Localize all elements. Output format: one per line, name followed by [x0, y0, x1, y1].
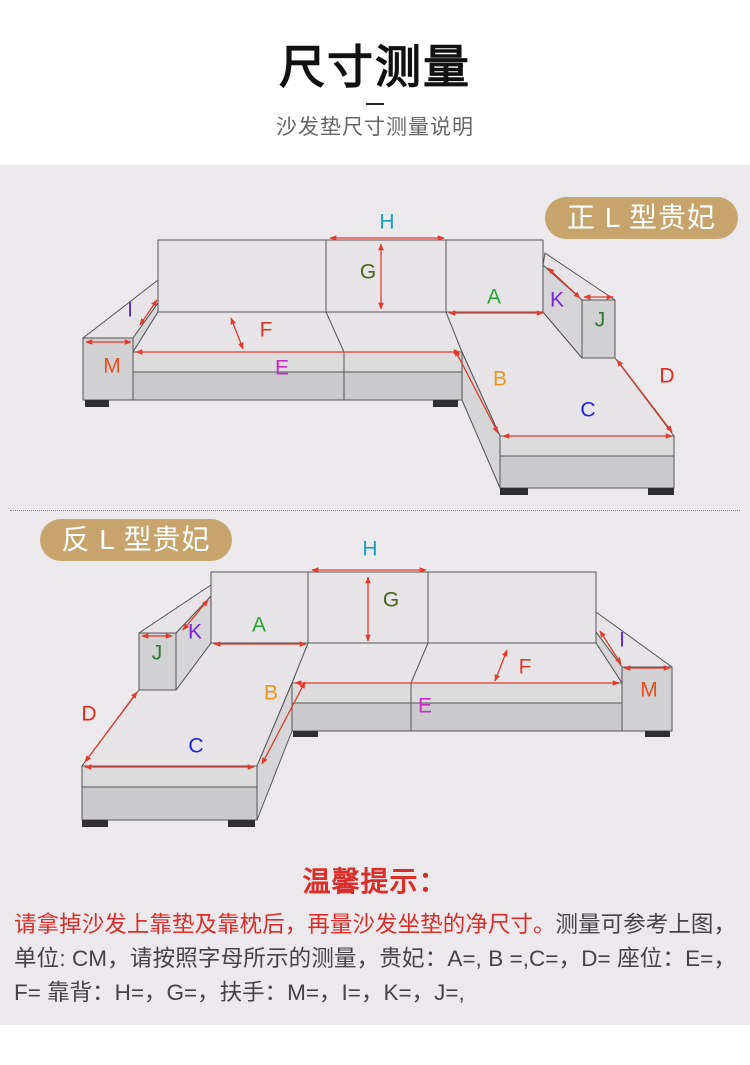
sofa-leg [82, 820, 108, 827]
right-armrest-front [581, 299, 616, 359]
dimension-label-F: F [519, 656, 532, 679]
dimension-arrow-D [84, 691, 138, 763]
seat-cushion-front [291, 682, 623, 704]
seat-top [291, 642, 623, 684]
dimension-arrow-F [230, 317, 244, 350]
tips-text: 请拿掉沙发上靠垫及靠枕后，再量沙发坐垫的净尺寸。测量可参考上图，单位: CM，请… [14, 908, 736, 1010]
dimension-labels: H G A K J I M F E B D C [81, 538, 657, 758]
dimension-label-M: M [640, 679, 658, 702]
title-divider [366, 103, 384, 105]
dimension-label-C: C [580, 399, 595, 422]
dimension-label-B: B [493, 368, 507, 391]
sofa-leg [645, 731, 670, 737]
dimension-arrow-D [616, 359, 673, 433]
seat-top [132, 311, 463, 353]
dimension-label-K: K [550, 289, 564, 312]
dimension-label-E: E [275, 357, 289, 380]
chaise-cushion-front [81, 765, 258, 788]
tips-title: 温馨提示： [302, 866, 448, 897]
diagram-standard-l-chaise: H G A K J I M F E B D C [82, 211, 675, 495]
seat-divider [410, 642, 429, 684]
dimension-arrow-K [547, 267, 581, 299]
dimension-label-K: K [188, 621, 202, 644]
dimension-label-H: H [379, 211, 394, 234]
dimension-label-B: B [264, 682, 278, 705]
tips-body: 测量可参考上图，单位: CM，请按照字母所示的测量，贵妃：A=, B =,C=，… [14, 912, 736, 1005]
left-armrest-front [138, 632, 177, 691]
backrest [157, 239, 544, 313]
dimension-arrow-F [494, 649, 508, 682]
dimension-arrow-B [454, 349, 499, 434]
dimension-arrows [84, 567, 671, 770]
dimension-label-M: M [103, 355, 121, 378]
dimension-label-F: F [260, 319, 273, 342]
chaise-cushion-front [499, 435, 675, 457]
sofa-reverse-l [81, 571, 673, 827]
chaise-base-front [499, 455, 675, 489]
dimension-label-J: J [595, 309, 606, 332]
dimension-label-G: G [360, 261, 376, 284]
dimension-label-A: A [252, 614, 266, 637]
dimension-label-G: G [383, 589, 399, 612]
badge-standard-l: 正 L 型贵妃 [545, 197, 738, 239]
dimension-arrow-I [139, 299, 158, 326]
dimension-arrow-I [599, 630, 622, 665]
tips-highlight: 请拿掉沙发上靠垫及靠枕后，再量沙发坐垫的净尺寸。 [14, 912, 556, 937]
page-subtitle: 沙发垫尺寸测量说明 [276, 116, 474, 139]
sofa-leg [85, 400, 109, 407]
dimension-labels: H G A K J I M F E B D C [103, 211, 674, 422]
dimension-arrow-B [261, 681, 306, 765]
sofa-leg [433, 400, 458, 407]
sofa-leg [648, 488, 674, 495]
dimension-label-H: H [362, 538, 377, 561]
seat-divider [325, 311, 345, 353]
dimension-label-D: D [81, 703, 96, 726]
backrest [210, 571, 597, 644]
seat-cushion-front [132, 351, 463, 373]
sofa-leg [500, 488, 528, 495]
page-title: 尺寸测量 [279, 41, 471, 93]
badge-reverse-l: 反 L 型贵妃 [40, 519, 232, 561]
dimension-label-C: C [188, 735, 203, 758]
diagram-reverse-l-chaise: H G A K J I M F E B D C [81, 538, 673, 827]
dimension-label-D: D [659, 365, 674, 388]
sofa-leg [293, 731, 318, 737]
seat-base-front [132, 371, 463, 401]
dimension-label-E: E [418, 695, 432, 718]
section-separator [10, 510, 740, 511]
dimension-label-I: I [127, 299, 133, 322]
dimension-arrow-K [182, 599, 209, 631]
dimension-label-J: J [152, 642, 163, 665]
dimension-label-A: A [487, 286, 501, 309]
dimension-arrows [85, 235, 673, 439]
dimension-label-I: I [619, 629, 625, 652]
seat-base-front [291, 702, 623, 732]
sofa-standard-l [82, 239, 675, 495]
chaise-base-front [81, 786, 258, 821]
sofa-leg [228, 820, 255, 827]
